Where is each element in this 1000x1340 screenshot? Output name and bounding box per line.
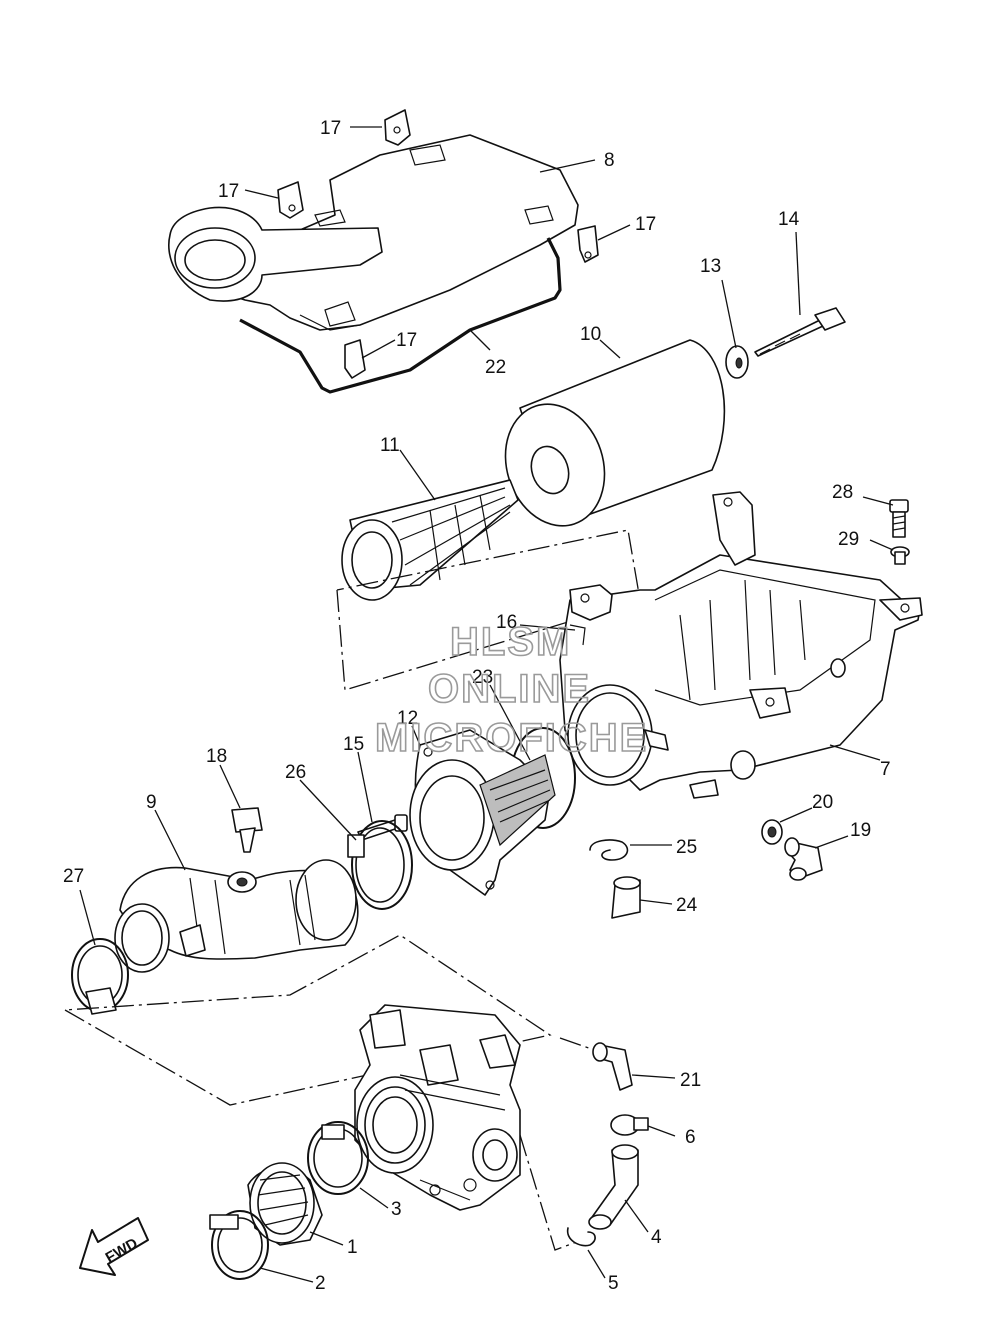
part-2-clamp[interactable] bbox=[209, 1210, 269, 1280]
part-21-hose-elbow[interactable] bbox=[592, 1042, 633, 1091]
callout-26: 26 bbox=[285, 762, 306, 783]
part-6-hose-clip[interactable] bbox=[610, 1114, 649, 1136]
callout-11: 11 bbox=[380, 435, 400, 456]
callout-14: 14 bbox=[778, 209, 800, 230]
part-26-hose-clamp[interactable] bbox=[347, 820, 413, 910]
part-3-clamp[interactable] bbox=[307, 1121, 369, 1195]
callout-29: 29 bbox=[838, 529, 859, 550]
part-24-drain-cap[interactable] bbox=[611, 876, 641, 919]
callout-2: 2 bbox=[315, 1273, 326, 1294]
part-25-clip[interactable] bbox=[589, 839, 629, 861]
part-28-bolt[interactable] bbox=[889, 499, 909, 538]
part-5-hose-clip[interactable] bbox=[566, 1227, 596, 1247]
callout-21: 21 bbox=[680, 1070, 701, 1091]
callout-16: 16 bbox=[496, 612, 517, 633]
callout-1: 1 bbox=[347, 1237, 358, 1258]
part-9-air-filter-joint[interactable] bbox=[114, 859, 359, 973]
callout-12: 12 bbox=[397, 708, 418, 729]
part-14-wing-bolt[interactable] bbox=[754, 307, 846, 357]
callout-5: 5 bbox=[608, 1273, 619, 1294]
callout-23: 23 bbox=[472, 667, 493, 688]
callout-6: 6 bbox=[685, 1127, 696, 1148]
callout-13: 13 bbox=[700, 256, 721, 277]
part-12-joint[interactable] bbox=[409, 729, 556, 896]
callout-17b: 17 bbox=[218, 181, 239, 202]
throttle-body-assembly[interactable] bbox=[354, 1004, 521, 1211]
callout-4: 4 bbox=[651, 1227, 662, 1248]
part-18-breather[interactable] bbox=[231, 807, 263, 853]
part-17-clip-bottom[interactable] bbox=[344, 339, 366, 379]
part-19-elbow-joint[interactable] bbox=[784, 837, 823, 881]
part-8-air-box-cover[interactable] bbox=[168, 134, 579, 331]
callout-20: 20 bbox=[812, 792, 833, 813]
callout-19: 19 bbox=[850, 820, 871, 841]
callout-8: 8 bbox=[604, 150, 615, 171]
callout-25: 25 bbox=[676, 837, 697, 858]
callout-7: 7 bbox=[880, 759, 891, 780]
callout-27: 27 bbox=[63, 866, 84, 887]
part-17-clip-top[interactable] bbox=[384, 109, 411, 146]
part-29-washer[interactable] bbox=[890, 546, 910, 565]
callout-10: 10 bbox=[580, 324, 601, 345]
part-1-joint[interactable] bbox=[247, 1162, 323, 1246]
part-17-clip-right[interactable] bbox=[577, 225, 599, 263]
part-22-cover-gasket[interactable] bbox=[239, 237, 562, 394]
callout-17d: 17 bbox=[396, 330, 417, 351]
callout-9: 9 bbox=[146, 792, 157, 813]
callout-17c: 17 bbox=[635, 214, 656, 235]
watermark-line-1: HLSM bbox=[450, 620, 571, 664]
callout-17a: 17 bbox=[320, 118, 341, 139]
watermark-line-3: MICROFICHE bbox=[375, 716, 648, 760]
part-20-grommet[interactable] bbox=[761, 819, 783, 845]
part-17-clip-left[interactable] bbox=[277, 181, 304, 219]
part-16-grommet[interactable] bbox=[569, 624, 586, 646]
subassembly-bracket-lower bbox=[64, 934, 552, 1106]
callout-24: 24 bbox=[676, 895, 698, 916]
part-13-washer[interactable] bbox=[725, 345, 749, 379]
clip-route-line bbox=[519, 1134, 583, 1251]
callout-28: 28 bbox=[832, 482, 853, 503]
callout-15: 15 bbox=[343, 734, 364, 755]
callout-labels: 17 17 17 17 8 22 10 13 14 11 28 29 16 23… bbox=[63, 118, 891, 1294]
forward-direction-arrow: FWD bbox=[79, 1217, 149, 1276]
part-11-element-guide[interactable] bbox=[341, 479, 519, 601]
callout-22: 22 bbox=[485, 357, 506, 378]
part-7-air-filter-case[interactable] bbox=[559, 491, 923, 799]
subassembly-bracket-upper bbox=[336, 529, 641, 691]
part-4-hose[interactable] bbox=[588, 1144, 639, 1230]
leader-lines bbox=[79, 126, 894, 1283]
callout-3: 3 bbox=[391, 1199, 402, 1220]
part-27-hose-clamp[interactable] bbox=[71, 938, 129, 1015]
watermark-line-2: ONLINE bbox=[428, 667, 591, 711]
watermark: HLSM ONLINE MICROFICHE bbox=[374, 619, 648, 761]
part-10-air-filter-element[interactable] bbox=[490, 339, 726, 539]
callout-18: 18 bbox=[206, 746, 227, 767]
